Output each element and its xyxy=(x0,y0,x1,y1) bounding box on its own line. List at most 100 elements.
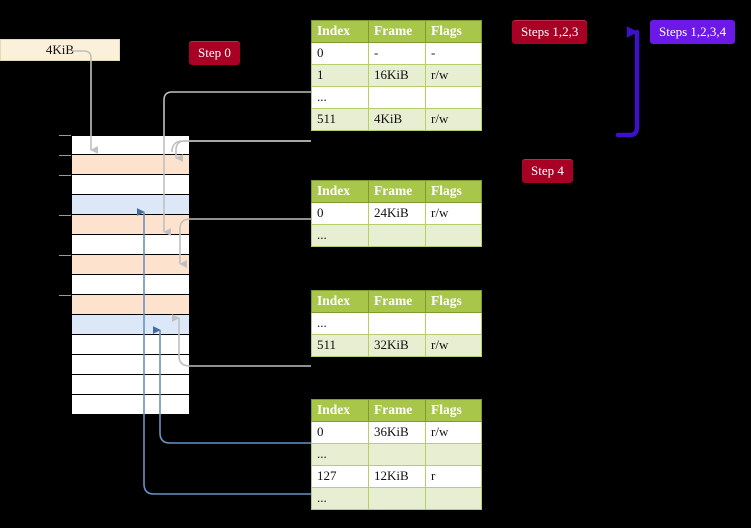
cell-flags: r/w xyxy=(425,334,482,357)
table-row[interactable]: 1 16KiB r/w xyxy=(311,64,482,87)
memory-tick xyxy=(59,255,71,256)
table-header-row: Index Frame Flags xyxy=(311,180,482,203)
table-row[interactable]: ... xyxy=(311,487,482,510)
table-row[interactable]: 0 - - xyxy=(311,42,482,65)
memory-row xyxy=(71,155,190,175)
memory-row xyxy=(71,335,190,355)
table-row[interactable]: 127 12KiB r xyxy=(311,465,482,488)
cell-flags xyxy=(425,86,482,109)
frame-size-label: 4KiB xyxy=(45,42,75,57)
cell-frame: 16KiB xyxy=(368,64,426,87)
memory-row xyxy=(71,255,190,275)
col-header-frame: Frame xyxy=(368,290,426,313)
col-header-index: Index xyxy=(311,20,369,43)
cell-flags: r/w xyxy=(425,421,482,444)
col-header-index: Index xyxy=(311,399,369,422)
cell-flags: r/w xyxy=(425,64,482,87)
table-row[interactable]: ... xyxy=(311,312,482,335)
cell-frame xyxy=(368,487,426,510)
memory-row xyxy=(71,195,190,215)
badge-steps-1-2-3-4: Steps 1,2,3,4 xyxy=(650,20,736,44)
badge-step-4: Step 4 xyxy=(522,159,573,183)
col-header-frame: Frame xyxy=(368,399,426,422)
memory-tick xyxy=(59,135,71,136)
memory-row xyxy=(71,295,190,315)
cell-flags xyxy=(425,224,482,247)
memory-tick xyxy=(59,295,71,296)
physical-memory-column xyxy=(71,135,190,415)
cell-index: ... xyxy=(311,86,369,109)
table-row[interactable]: ... xyxy=(311,224,482,247)
memory-row xyxy=(71,355,190,375)
wire-steps-bracket xyxy=(615,26,640,138)
table-row-highlighted[interactable]: 511 4KiB r/w xyxy=(311,108,482,131)
wire-pdpt-0-into-memory xyxy=(179,218,311,268)
page-table-pt: Index Frame Flags 0 36KiB r/w ... 127 12… xyxy=(311,399,482,510)
cell-index: ... xyxy=(311,312,369,335)
memory-row xyxy=(71,315,190,335)
table-row[interactable]: 511 32KiB r/w xyxy=(311,334,482,357)
cell-frame xyxy=(368,312,426,335)
col-header-index: Index xyxy=(311,290,369,313)
col-header-flags: Flags xyxy=(425,20,482,43)
cell-frame: - xyxy=(368,42,426,65)
cell-index: 0 xyxy=(311,202,369,225)
cell-index: 511 xyxy=(311,108,369,131)
wire-pml4-511-left xyxy=(171,140,311,153)
cell-index: 127 xyxy=(311,465,369,488)
cell-flags xyxy=(425,487,482,510)
col-header-index: Index xyxy=(311,180,369,203)
col-header-frame: Frame xyxy=(368,180,426,203)
cell-flags: r/w xyxy=(425,108,482,131)
cell-frame xyxy=(368,443,426,466)
cell-frame xyxy=(368,86,426,109)
col-header-flags: Flags xyxy=(425,180,482,203)
table-header-row: Index Frame Flags xyxy=(311,399,482,422)
memory-row xyxy=(71,175,190,195)
col-header-flags: Flags xyxy=(425,399,482,422)
table-row[interactable]: ... xyxy=(311,443,482,466)
cell-frame: 12KiB xyxy=(368,465,426,488)
memory-tick xyxy=(59,215,71,216)
badge-steps-1-2-3: Steps 1,2,3 xyxy=(512,20,588,44)
table-header-row: Index Frame Flags xyxy=(311,20,482,43)
cell-index: ... xyxy=(311,224,369,247)
cell-frame: 36KiB xyxy=(368,421,426,444)
badge-step-0: Step 0 xyxy=(189,41,240,65)
table-row[interactable]: 0 36KiB r/w xyxy=(311,421,482,444)
cell-flags xyxy=(425,443,482,466)
cell-index: 0 xyxy=(311,42,369,65)
frame-size-box: 4KiB xyxy=(0,39,120,61)
cell-flags xyxy=(425,312,482,335)
cell-index: 0 xyxy=(311,421,369,444)
memory-row xyxy=(71,275,190,295)
memory-tick xyxy=(59,175,71,176)
page-table-pd: Index Frame Flags ... 511 32KiB r/w xyxy=(311,290,482,357)
col-header-flags: Flags xyxy=(425,290,482,313)
col-header-frame: Frame xyxy=(368,20,426,43)
memory-tick xyxy=(59,155,71,156)
cell-frame: 24KiB xyxy=(368,202,426,225)
cell-flags: r xyxy=(425,465,482,488)
table-header-row: Index Frame Flags xyxy=(311,290,482,313)
memory-row xyxy=(71,235,190,255)
page-table-pml4: Index Frame Flags 0 - - 1 16KiB r/w ... … xyxy=(311,20,482,131)
page-table-pdpt: Index Frame Flags 0 24KiB r/w ... xyxy=(311,180,482,247)
table-row[interactable]: 0 24KiB r/w xyxy=(311,202,482,225)
cell-flags: - xyxy=(425,42,482,65)
cell-frame: 32KiB xyxy=(368,334,426,357)
memory-row xyxy=(71,135,190,155)
memory-row xyxy=(71,395,190,415)
wire-pd-511-into-memory xyxy=(172,314,311,367)
cell-index: 1 xyxy=(311,64,369,87)
memory-row xyxy=(71,215,190,235)
wire-pml4-511-into-memory xyxy=(175,140,311,162)
table-row[interactable]: ... xyxy=(311,86,482,109)
memory-row xyxy=(71,375,190,395)
cell-index: ... xyxy=(311,487,369,510)
cell-index: ... xyxy=(311,443,369,466)
cell-index: 511 xyxy=(311,334,369,357)
cell-flags: r/w xyxy=(425,202,482,225)
cell-frame: 4KiB xyxy=(368,108,426,131)
